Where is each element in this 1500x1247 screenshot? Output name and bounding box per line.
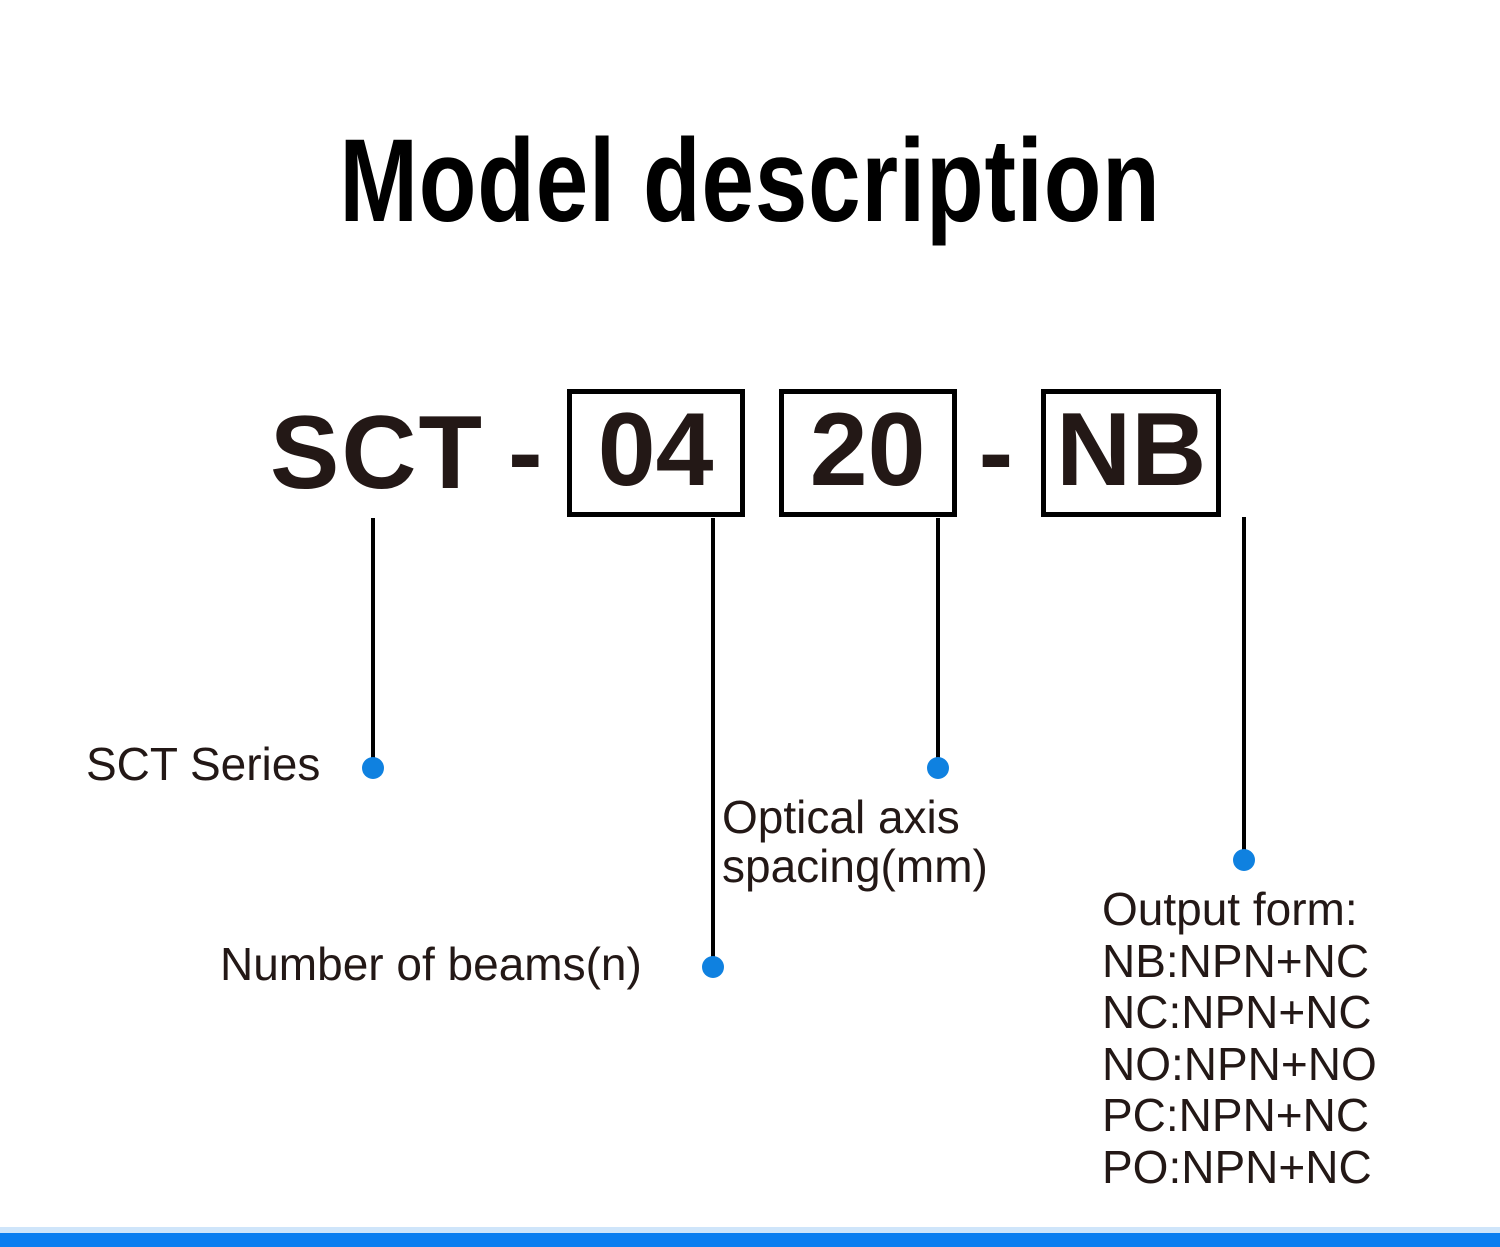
callout-spacing-label: Optical axis spacing(mm) xyxy=(722,791,988,892)
page-title: Model description xyxy=(339,115,1161,247)
model-prefix: SCT xyxy=(270,395,484,511)
model-dash-1: - xyxy=(508,395,543,511)
model-code-row: SCT - 04 20 - NB xyxy=(270,386,1222,520)
leader-line-spacing xyxy=(936,518,940,768)
leader-dot-spacing xyxy=(927,757,949,779)
leader-dot-series xyxy=(362,757,384,779)
leader-dot-output xyxy=(1233,849,1255,871)
leader-line-series xyxy=(371,518,375,766)
callout-beams-label: Number of beams(n) xyxy=(220,938,642,990)
callout-series-label: SCT Series xyxy=(86,738,321,790)
output-form-option: PC:NPN+NC xyxy=(1102,1089,1370,1142)
leader-line-output xyxy=(1242,517,1246,860)
footer-bar xyxy=(0,1233,1500,1247)
model-field-spacing: 20 xyxy=(778,389,957,517)
output-form-option: NC:NPN+NC xyxy=(1102,986,1372,1039)
output-form-option: PO:NPN+NC xyxy=(1102,1140,1372,1193)
leader-line-beams xyxy=(711,518,715,968)
footer-accent-line xyxy=(0,1227,1500,1233)
callout-output-block: Output form: NB:NPN+NC NC:NPN+NC NO:NPN+… xyxy=(1102,883,1377,1193)
model-dash-2: - xyxy=(978,395,1014,511)
output-form-option: NB:NPN+NC xyxy=(1102,934,1370,987)
model-field-beams: 04 xyxy=(566,389,745,517)
output-form-heading: Output form: xyxy=(1102,883,1358,935)
output-form-option: NO:NPN+NO xyxy=(1102,1037,1377,1090)
leader-dot-beams xyxy=(702,956,724,978)
model-field-output: NB xyxy=(1041,389,1222,517)
